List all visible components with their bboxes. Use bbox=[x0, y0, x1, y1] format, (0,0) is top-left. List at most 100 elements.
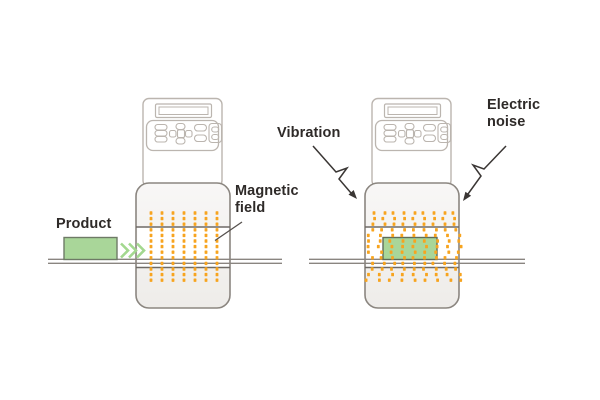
field-dot bbox=[400, 278, 404, 282]
field-dot bbox=[382, 261, 386, 266]
field-dot bbox=[215, 256, 219, 260]
field-dot bbox=[380, 228, 383, 232]
field-dot bbox=[413, 239, 417, 243]
field-dot bbox=[390, 267, 393, 271]
field-dot bbox=[193, 233, 197, 238]
field-dot bbox=[364, 278, 368, 282]
field-dot bbox=[193, 222, 197, 226]
field-dot bbox=[215, 228, 219, 232]
field-dot bbox=[401, 239, 405, 243]
field-dot bbox=[449, 278, 453, 282]
product-label: Product bbox=[56, 216, 112, 232]
field-dot bbox=[149, 272, 153, 277]
field-dot bbox=[423, 216, 426, 221]
field-dot bbox=[182, 261, 186, 266]
field-dot bbox=[434, 250, 438, 254]
field-dot bbox=[381, 216, 385, 221]
field-dot bbox=[458, 272, 462, 277]
field-dot bbox=[215, 244, 219, 249]
field-dot bbox=[204, 244, 208, 249]
field-dot bbox=[204, 250, 208, 254]
field-dot bbox=[215, 211, 219, 215]
field-dot bbox=[391, 272, 394, 277]
electric-noise-arrow-icon bbox=[463, 145, 507, 201]
field-dot bbox=[443, 228, 447, 232]
field-dot bbox=[402, 211, 406, 215]
field-dot bbox=[425, 244, 428, 249]
field-dot bbox=[387, 278, 391, 282]
field-dot bbox=[204, 267, 208, 271]
field-dot bbox=[149, 216, 153, 221]
field-dot bbox=[443, 222, 447, 226]
field-dot bbox=[425, 272, 428, 277]
field-dot bbox=[413, 278, 417, 282]
field-dot bbox=[371, 222, 375, 226]
field-dot bbox=[451, 211, 455, 215]
field-dot bbox=[434, 267, 438, 271]
field-dot bbox=[372, 211, 376, 215]
field-dot bbox=[403, 216, 406, 221]
field-dot bbox=[413, 261, 416, 266]
field-dot bbox=[379, 233, 382, 238]
field-dot bbox=[400, 272, 404, 277]
field-dot bbox=[435, 228, 438, 232]
field-dot bbox=[171, 267, 175, 271]
field-dot bbox=[436, 239, 439, 243]
field-dot bbox=[204, 239, 208, 243]
field-dot bbox=[204, 228, 208, 232]
field-dot bbox=[215, 222, 219, 226]
field-dot bbox=[370, 267, 374, 271]
field-dot bbox=[391, 233, 395, 238]
field-dot bbox=[383, 222, 387, 226]
magnetic-field-leader-line bbox=[214, 221, 243, 242]
field-dot bbox=[215, 216, 219, 221]
field-dot bbox=[182, 233, 186, 238]
field-dot bbox=[423, 256, 426, 260]
field-dot bbox=[393, 216, 396, 221]
field-dot bbox=[171, 216, 175, 221]
field-dot bbox=[171, 228, 175, 232]
field-dot bbox=[193, 211, 197, 215]
field-dot bbox=[422, 222, 426, 226]
field-dot bbox=[435, 256, 438, 260]
field-dot bbox=[401, 222, 405, 226]
field-dot bbox=[149, 250, 153, 254]
field-dot bbox=[366, 244, 370, 249]
field-dot bbox=[204, 256, 208, 260]
field-dot bbox=[453, 216, 456, 221]
field-dot bbox=[459, 244, 463, 249]
field-dot bbox=[453, 261, 457, 266]
field-dot bbox=[456, 250, 460, 254]
field-dot bbox=[452, 222, 456, 226]
field-dot bbox=[447, 250, 451, 254]
field-dot bbox=[149, 261, 153, 266]
field-dot bbox=[367, 250, 370, 254]
field-dot bbox=[455, 256, 458, 260]
field-dot bbox=[459, 278, 463, 282]
field-dot bbox=[171, 278, 175, 282]
field-dot bbox=[171, 239, 175, 243]
field-dot bbox=[193, 261, 197, 266]
field-dot bbox=[182, 244, 186, 249]
field-dot bbox=[171, 256, 175, 260]
field-dot bbox=[182, 216, 186, 221]
field-dot bbox=[412, 228, 415, 232]
field-dot bbox=[149, 267, 153, 271]
field-dot bbox=[215, 233, 219, 238]
magnetic-field-dots-uniform bbox=[149, 211, 219, 282]
field-dot bbox=[444, 267, 448, 271]
field-dot bbox=[421, 211, 425, 215]
field-dot bbox=[171, 222, 175, 226]
field-dot bbox=[160, 216, 164, 221]
field-dot bbox=[411, 272, 415, 277]
field-dot bbox=[441, 216, 445, 221]
field-dot bbox=[193, 216, 197, 221]
field-dot bbox=[204, 233, 208, 238]
field-dot bbox=[149, 278, 153, 282]
electric-noise-label: Electric noise bbox=[487, 97, 541, 130]
field-dot bbox=[160, 211, 164, 215]
field-dot bbox=[215, 272, 219, 277]
field-dot bbox=[411, 256, 415, 260]
field-dot bbox=[160, 256, 164, 260]
